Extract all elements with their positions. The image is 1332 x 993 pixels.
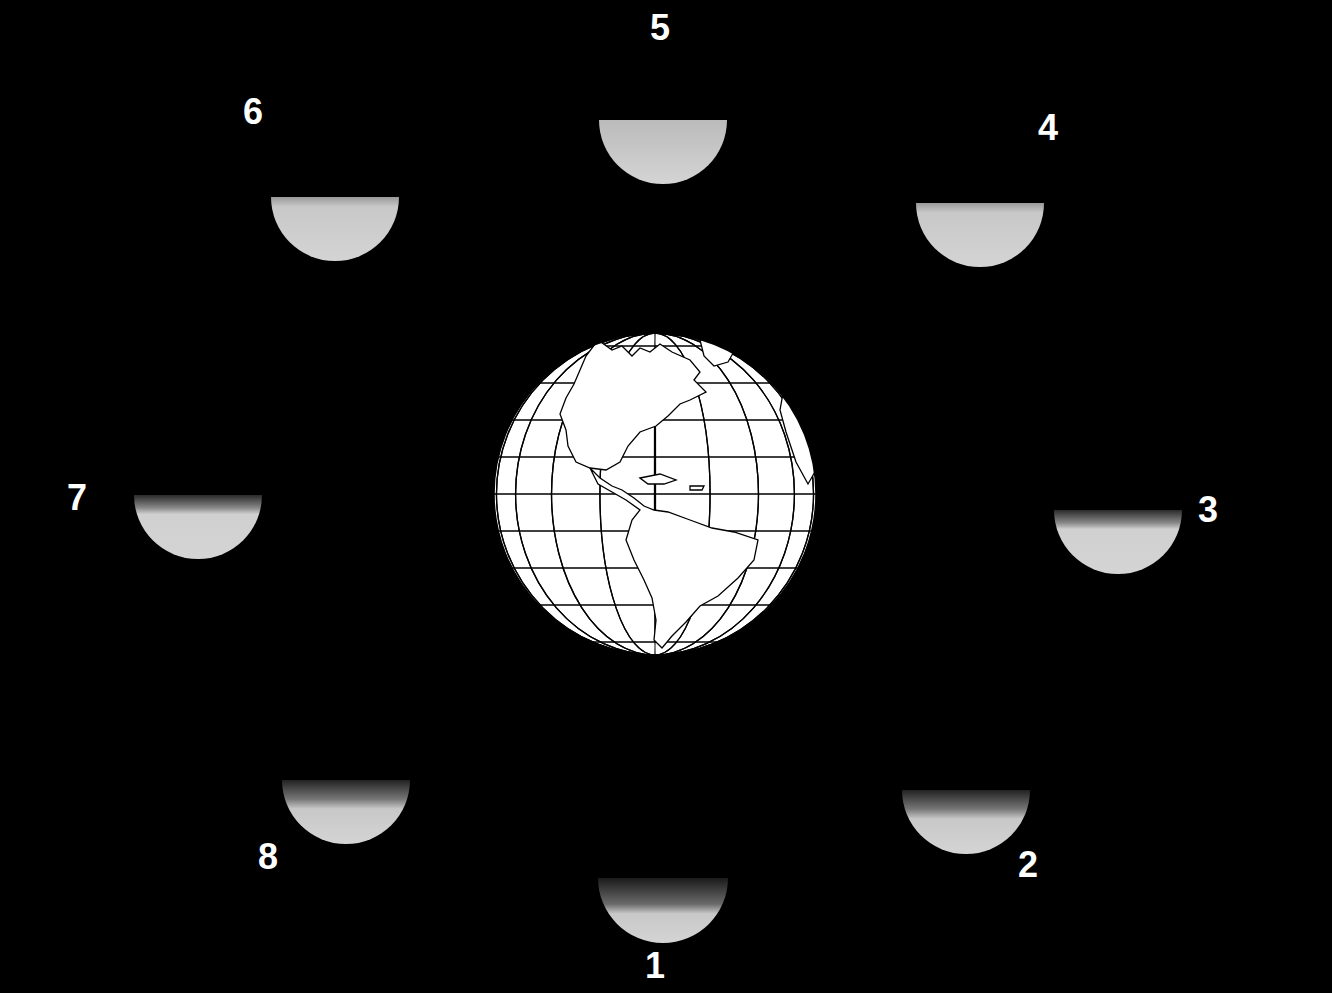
meridian-line	[552, 333, 759, 655]
moon	[916, 203, 1044, 267]
moon	[271, 197, 399, 261]
meridian-line	[496, 333, 813, 655]
moon	[599, 120, 727, 184]
moon	[902, 790, 1030, 854]
callout-number: 4	[1038, 110, 1058, 146]
callout-number: 1	[645, 948, 665, 984]
callout-number: 5	[650, 10, 670, 46]
callout-number: 7	[67, 480, 87, 516]
earth-globe	[494, 333, 816, 655]
callout-number: 3	[1198, 492, 1218, 528]
meridian-line	[552, 333, 759, 655]
moon	[282, 780, 410, 844]
meridian-line	[496, 333, 813, 655]
moon	[134, 495, 262, 559]
callout-number: 8	[258, 839, 278, 875]
meridian-line	[516, 333, 795, 655]
meridian-line	[516, 333, 795, 655]
callout-number: 2	[1018, 847, 1038, 883]
moon	[598, 878, 728, 943]
callout-number: 6	[243, 94, 263, 130]
moon	[1054, 510, 1182, 574]
